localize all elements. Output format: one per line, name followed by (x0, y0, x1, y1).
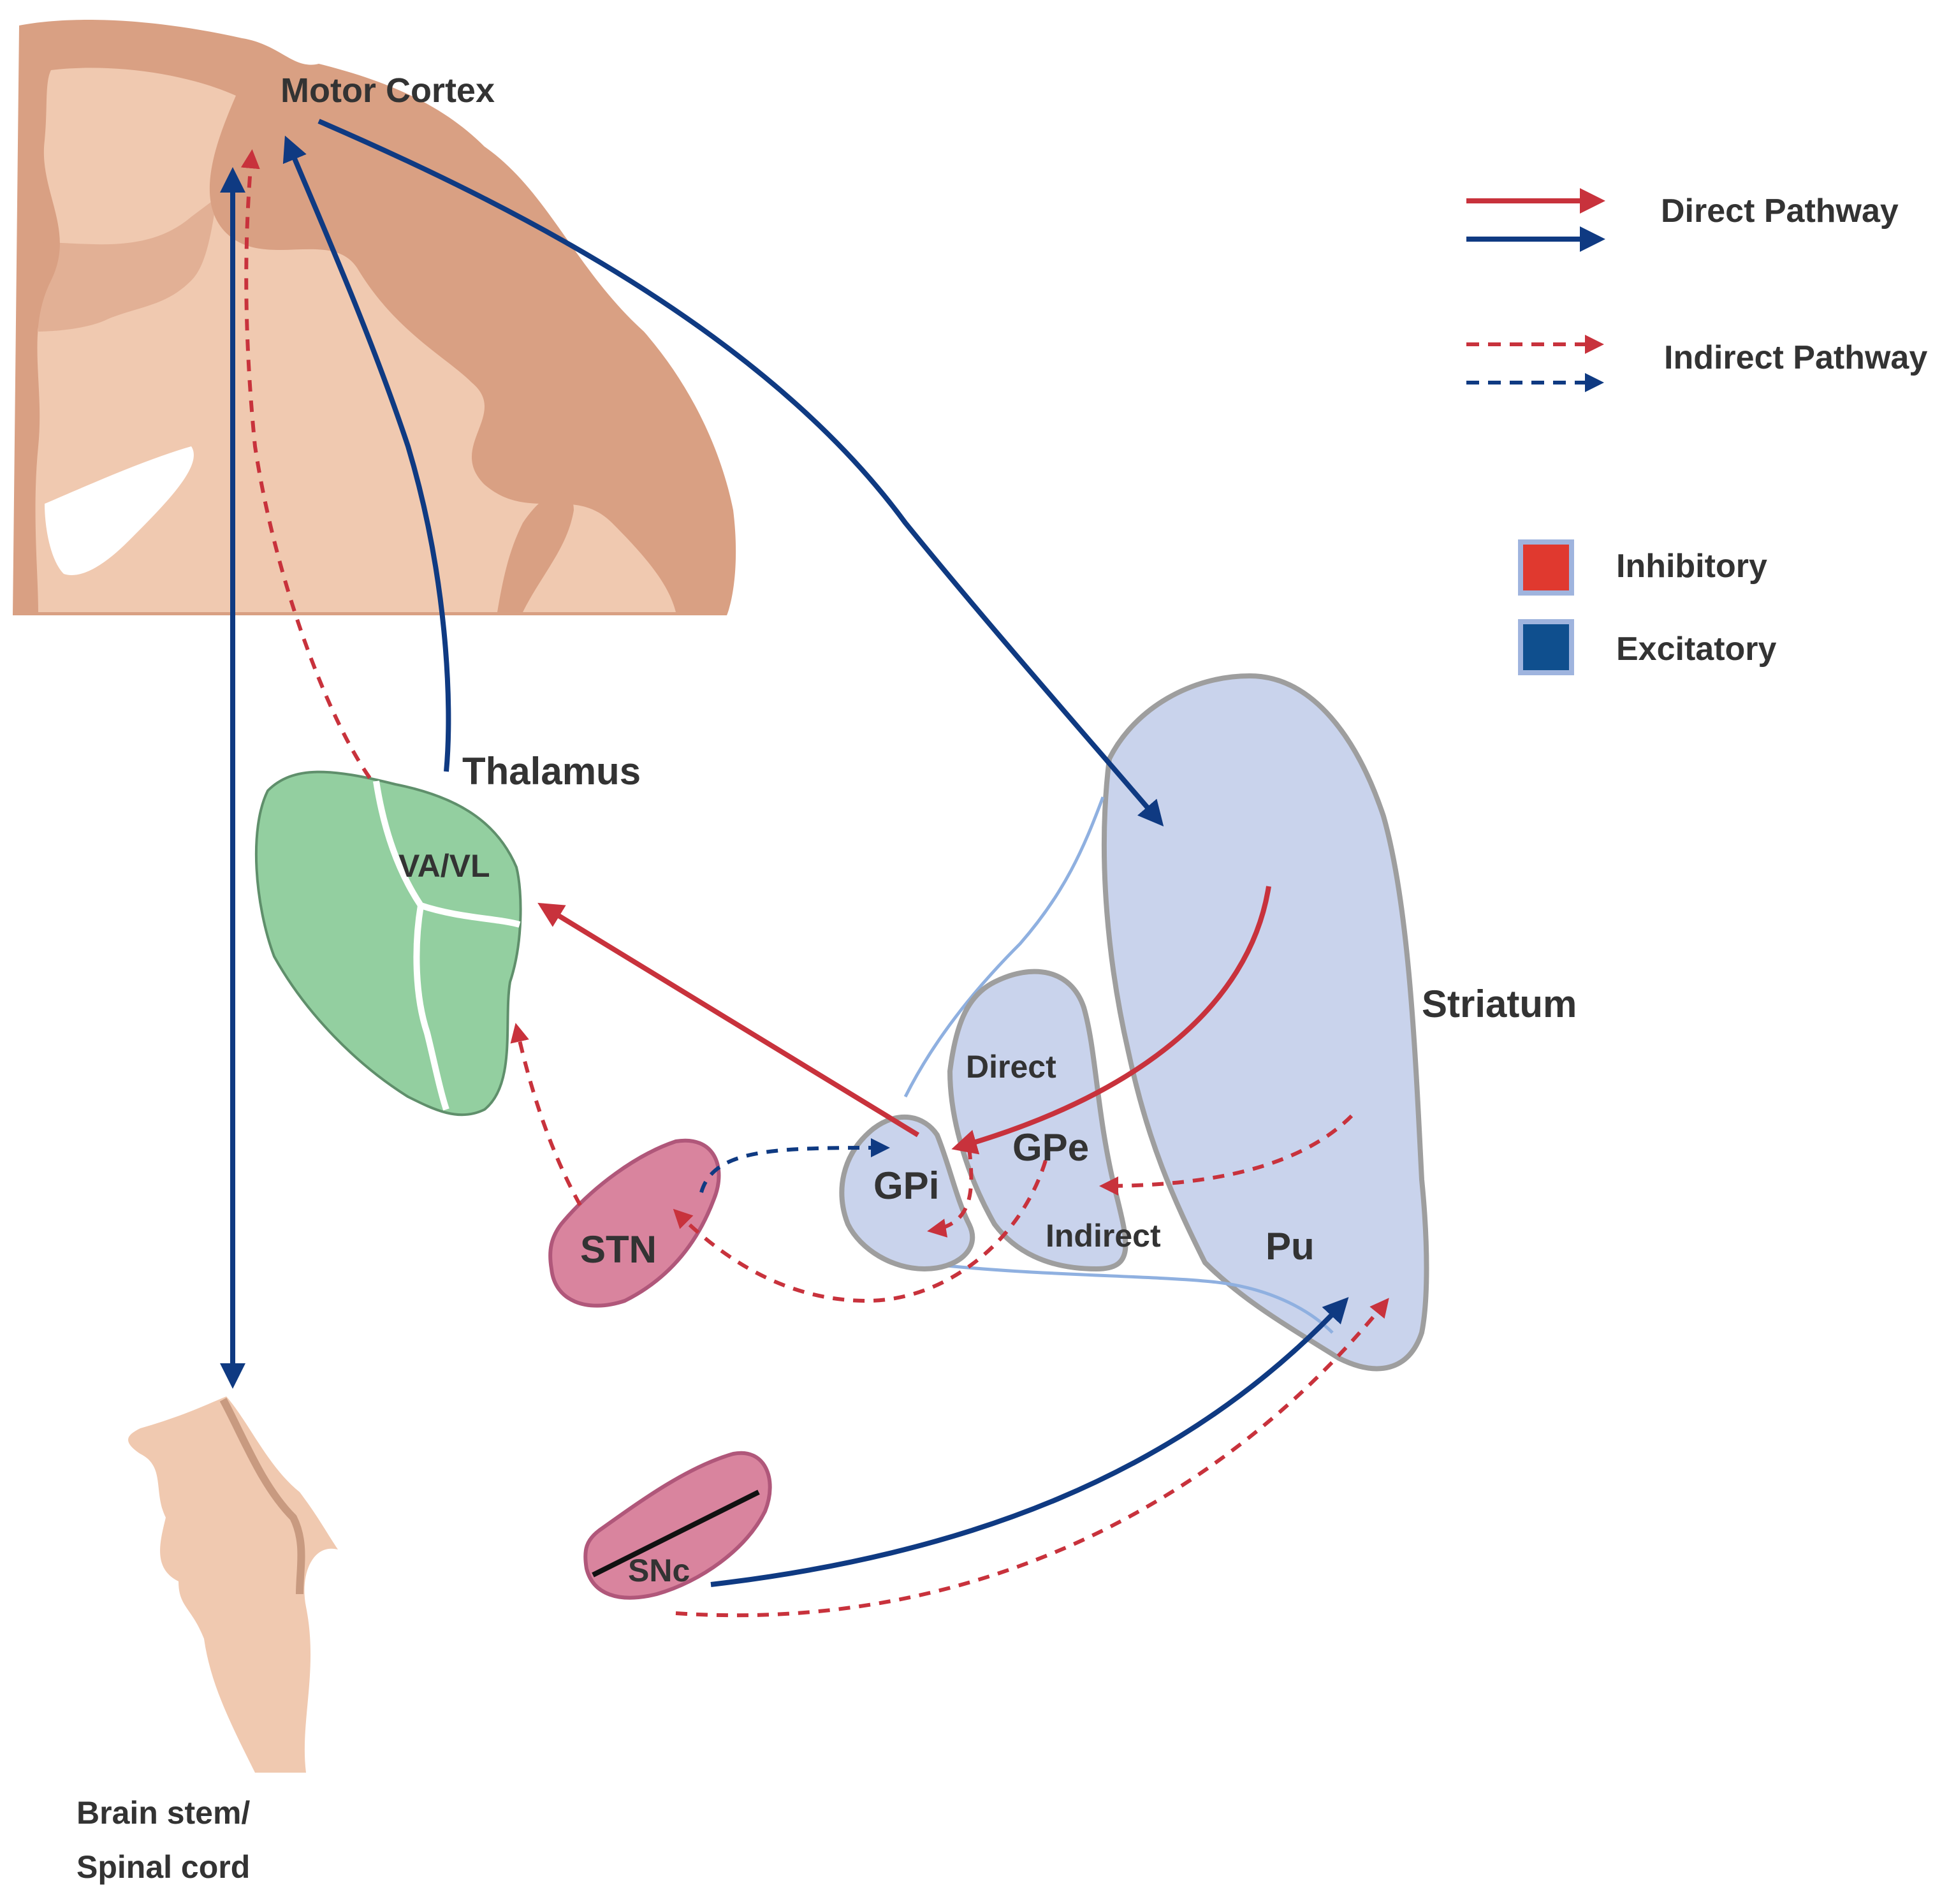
arrow-snc-to-striatum-indirect (675, 1298, 1389, 1618)
arrow-thalamus-to-cortex-indirect (240, 149, 372, 779)
label-direct: Direct (966, 1049, 1056, 1085)
label-pu: Pu (1266, 1225, 1315, 1268)
arrow-striatum-to-gpi (951, 886, 1271, 1155)
label-brain-stem-line2: Spinal cord (77, 1849, 250, 1885)
legend-inhibitory-label: Inhibitory (1616, 548, 1767, 585)
snc-shape (583, 1451, 772, 1600)
label-snc: SNc (628, 1553, 690, 1588)
arrow-thalamus-to-cortex (282, 135, 451, 772)
legend-indirect-pathway-label: Indirect Pathway (1664, 339, 1927, 376)
striatum-shape (903, 673, 1429, 1372)
arrow-gpi-to-thalamus (537, 902, 920, 1138)
arrow-stn-to-thalamus (510, 1023, 582, 1206)
legend-excitatory-swatch (1518, 619, 1574, 675)
arrow-gpe-to-gpi (927, 1147, 974, 1238)
legend-direct-pathway-label: Direct Pathway (1661, 193, 1899, 230)
legend-inhibitory-swatch (1518, 539, 1574, 596)
legend: Direct Pathway Indirect Pathway Inhibito… (1466, 188, 1927, 675)
label-thalamus: Thalamus (462, 750, 641, 793)
thalamus-shape (254, 770, 522, 1117)
label-striatum: Striatum (1422, 983, 1577, 1025)
label-va-vl: VA/VL (398, 848, 490, 884)
motor-cortex-shape (13, 20, 736, 616)
arrow-snc-to-striatum-direct (710, 1297, 1349, 1587)
arrow-gpe-to-stn (673, 1160, 1047, 1303)
arrow-striatum-to-gpe (1099, 1114, 1354, 1196)
stn-shape (548, 1138, 721, 1308)
label-indirect: Indirect (1046, 1218, 1161, 1254)
label-brain-stem-line1: Brain stem/ (77, 1795, 250, 1831)
label-motor-cortex: Motor Cortex (281, 71, 495, 110)
label-gpi: GPi (873, 1164, 939, 1207)
legend-excitatory-label: Excitatory (1616, 631, 1777, 668)
label-gpe: GPe (1012, 1126, 1089, 1169)
arrow-cortex-to-striatum (317, 119, 1164, 827)
brain-stem-shape (128, 1396, 338, 1773)
label-stn: STN (580, 1228, 657, 1271)
